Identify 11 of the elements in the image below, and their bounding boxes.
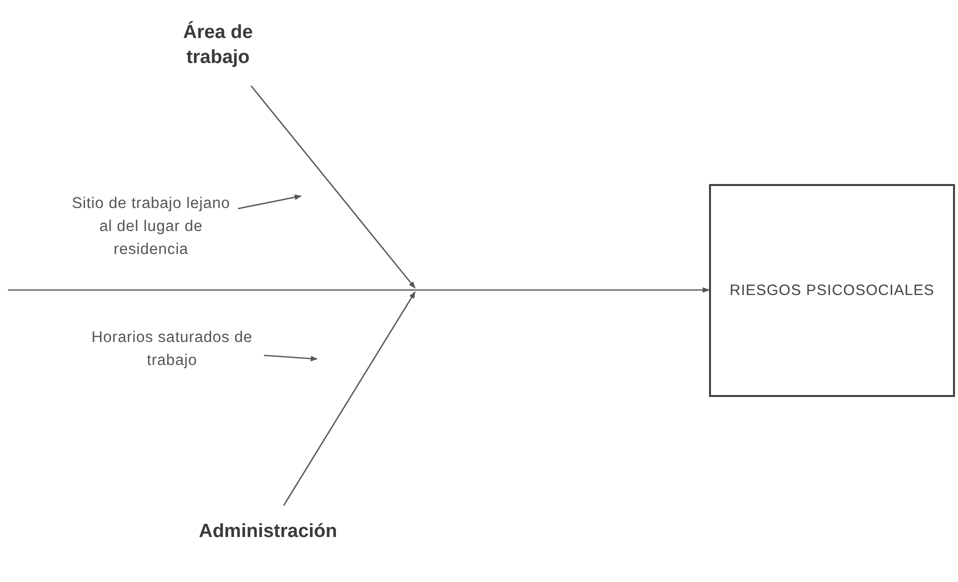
effect-box bbox=[709, 184, 955, 397]
cause-label: Sitio de trabajo lejano al del lugar de residencia bbox=[70, 194, 232, 260]
category-label: Área de trabajo bbox=[182, 20, 254, 70]
arrow bbox=[264, 354, 318, 362]
arrow bbox=[238, 194, 302, 210]
arrow bbox=[250, 85, 416, 289]
cause-label: Horarios saturados de trabajo bbox=[90, 328, 254, 371]
arrow bbox=[8, 287, 710, 293]
arrow bbox=[283, 291, 416, 506]
category-label: Administración bbox=[198, 520, 338, 544]
effect-label: RIESGOS PSICOSOCIALES bbox=[730, 281, 934, 300]
